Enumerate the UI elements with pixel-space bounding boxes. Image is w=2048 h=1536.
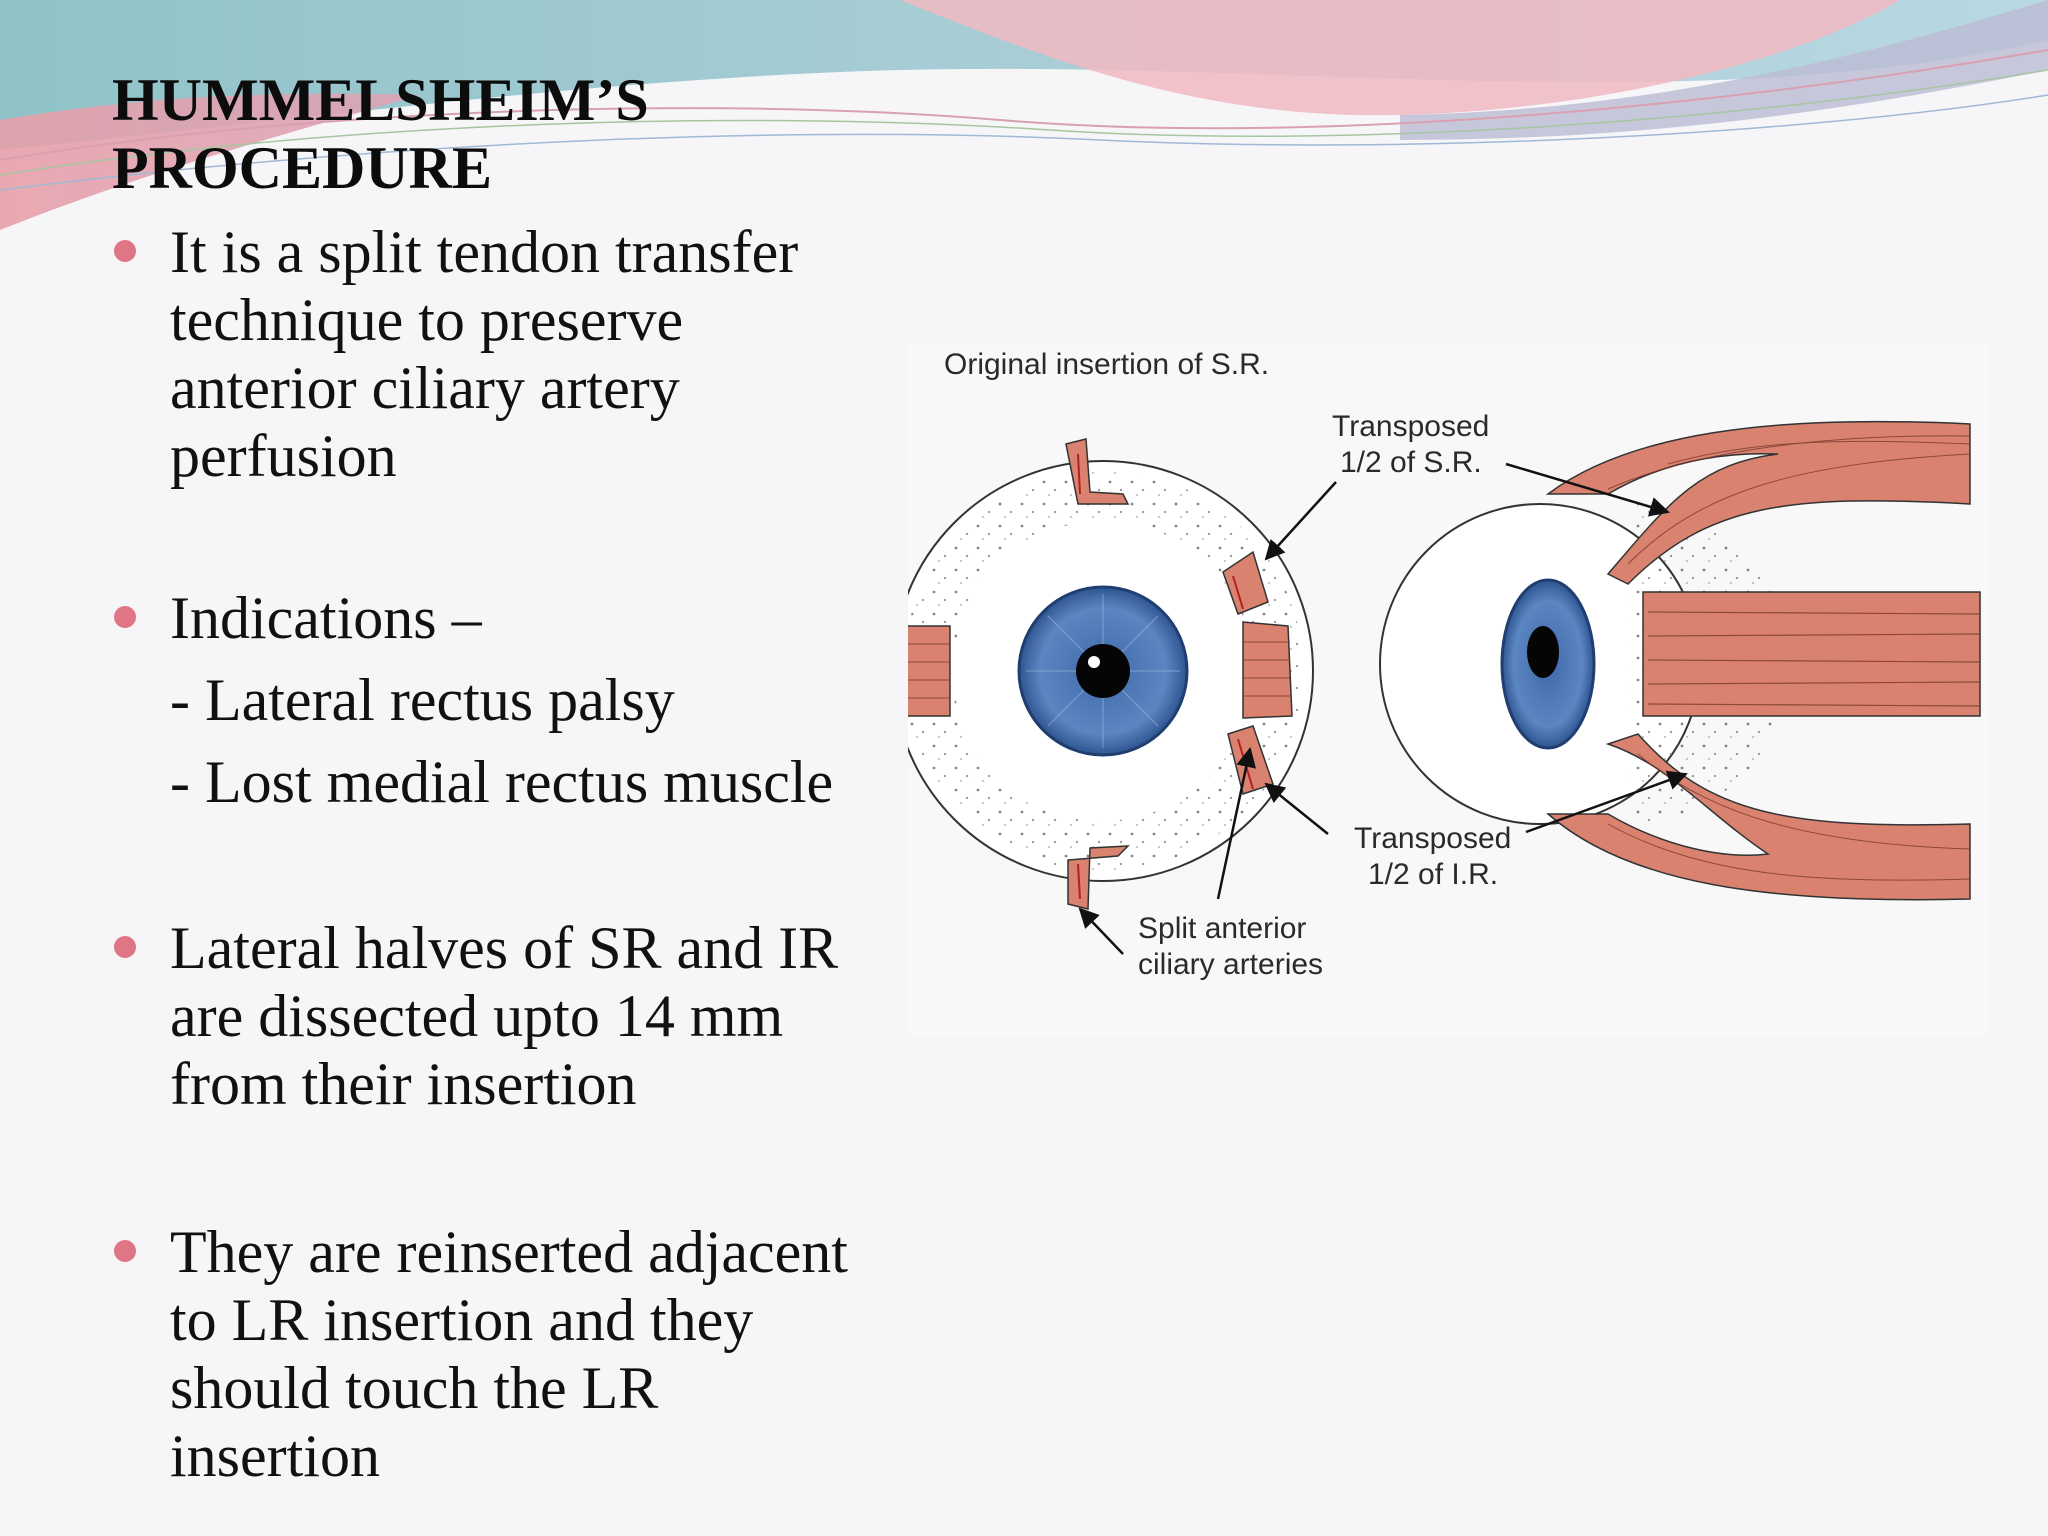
bullet-line: It is a split tendon transfer — [170, 219, 799, 285]
sub-item-lost-medial-rectus: - Lost medial rectus muscle — [170, 749, 834, 815]
bullet-dot — [114, 240, 136, 262]
pupil-side — [1527, 626, 1559, 678]
hummelsheim-diagram: Original insertion of S.R. Transposed 1/… — [908, 344, 1988, 1036]
transposed-sr-half — [1222, 550, 1269, 615]
label-split-arteries-1: Split anterior — [1138, 912, 1306, 945]
bullet-line: Indications – — [170, 585, 482, 651]
slide-title: HUMMELSHEIM’S PROCEDURE — [112, 66, 812, 202]
eye-side-view — [1379, 420, 1981, 901]
bullet-text: Indications – — [170, 584, 960, 652]
title-line-1: HUMMELSHEIM’S — [112, 67, 649, 133]
diagram-arrows — [1078, 462, 1688, 955]
bullet-line: They are reinserted adjacent — [170, 1219, 848, 1285]
bullet-line: technique to preserve — [170, 287, 684, 353]
superior-rectus-split — [1545, 420, 1971, 585]
inferior-rectus-split — [1546, 733, 1971, 901]
label-split-arteries-2: ciliary arteries — [1138, 948, 1323, 981]
bullet-line: are dissected upto 14 mm — [170, 983, 784, 1049]
lr-insertion — [1242, 621, 1293, 719]
eye-front-view — [908, 438, 1314, 910]
bullet-text: It is a split tendon transfer technique … — [170, 218, 960, 490]
bullet-dot — [114, 936, 136, 958]
label-original-insertion: Original insertion of S.R. — [944, 348, 1269, 381]
bullet-line: anterior ciliary artery — [170, 355, 680, 421]
header-wave-decoration — [0, 0, 2048, 230]
label-transposed-sr-1: Transposed — [1332, 410, 1489, 443]
bullet-line: should touch the LR — [170, 1355, 659, 1421]
lateral-rectus-muscle — [1642, 591, 1981, 717]
title-line-2: PROCEDURE — [112, 135, 493, 201]
mr-insertion — [908, 625, 951, 717]
diagram-svg: Original insertion of S.R. Transposed 1/… — [908, 348, 1981, 981]
bullet-text: They are reinserted adjacent to LR inser… — [170, 1218, 960, 1490]
label-transposed-sr-2: 1/2 of S.R. — [1340, 446, 1482, 479]
bullet-line: Lateral halves of SR and IR — [170, 915, 839, 981]
bullet-line: perfusion — [170, 423, 397, 489]
bullet-line: to LR insertion and they — [170, 1287, 754, 1353]
sr-original-insertion — [1065, 438, 1130, 505]
label-transposed-ir-2: 1/2 of I.R. — [1368, 858, 1498, 891]
pupil-front — [1076, 644, 1130, 698]
sub-item-lateral-rectus-palsy: - Lateral rectus palsy — [170, 667, 675, 733]
label-transposed-ir-1: Transposed — [1354, 822, 1511, 855]
bullet-line: from their insertion — [170, 1051, 637, 1117]
bullet-line: insertion — [170, 1423, 380, 1489]
ir-original-insertion — [1067, 845, 1130, 910]
bullet-text: Lateral halves of SR and IR are dissecte… — [170, 914, 960, 1118]
bullet-dot — [114, 1240, 136, 1262]
bullet-dot — [114, 606, 136, 628]
